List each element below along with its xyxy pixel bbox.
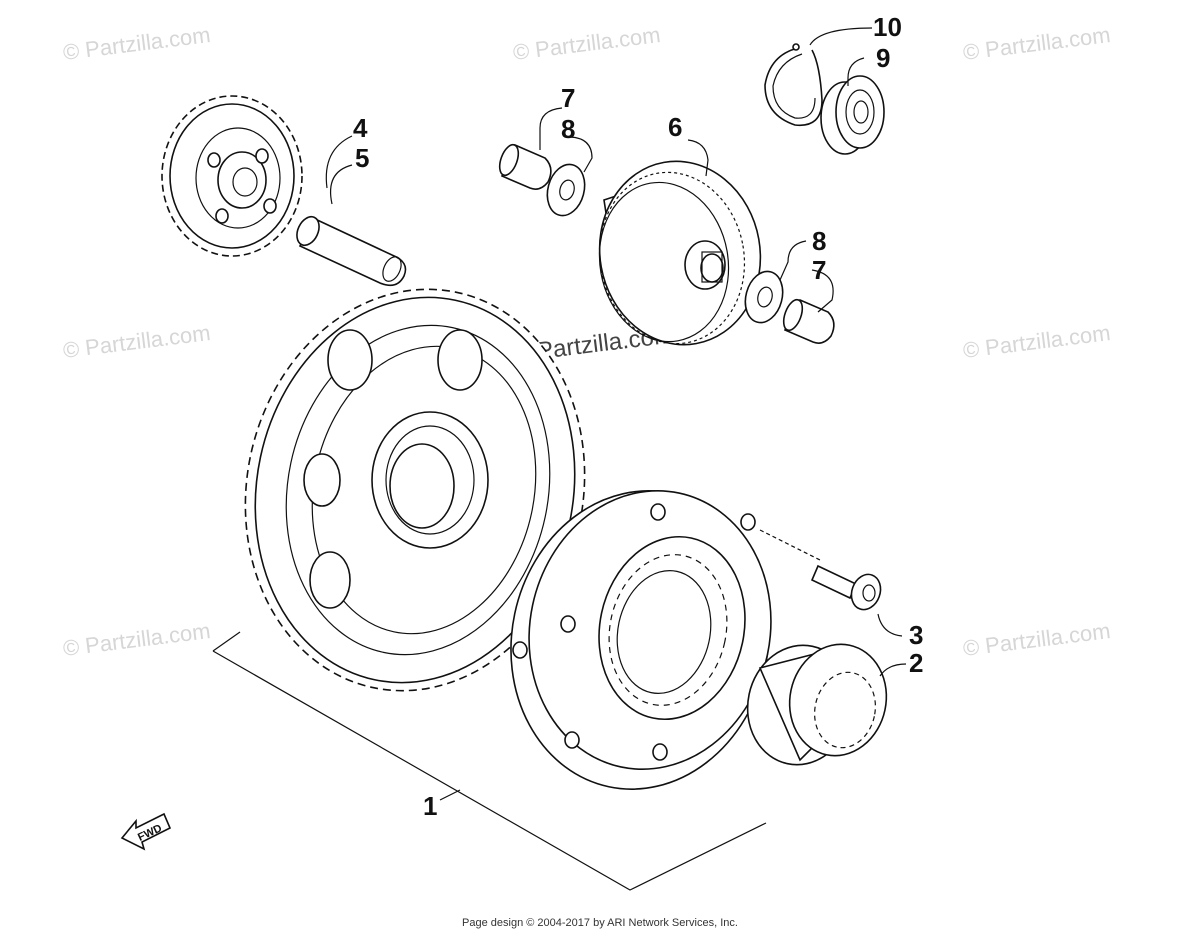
page-footer: Page design © 2004-2017 by ARI Network S… — [462, 917, 738, 929]
watermark-low-left: © Partzilla.com — [62, 618, 212, 661]
part-4-drive-gear — [161, 95, 303, 257]
part-1-clutch-housing — [510, 490, 772, 790]
watermark-top-center: © Partzilla.com — [512, 22, 662, 65]
part-8-upper-washer — [546, 163, 586, 217]
watermark-mid-right: © Partzilla.com — [962, 320, 1112, 363]
callout-8-lower: 8 — [812, 226, 826, 256]
callout-7-lower: 7 — [812, 255, 826, 285]
callout-1: 1 — [423, 791, 437, 821]
part-6-clutch-assembly — [598, 160, 762, 346]
part-5-shaft — [296, 215, 407, 287]
callout-10: 10 — [873, 12, 902, 42]
part-1-bracket — [212, 631, 767, 891]
callouts: 1 2 3 4 5 6 7 8 8 7 9 10 — [353, 12, 923, 821]
watermark-top-left: © Partzilla.com — [62, 22, 212, 65]
callout-6: 6 — [668, 112, 682, 142]
callout-3: 3 — [909, 620, 923, 650]
callout-2: 2 — [909, 648, 923, 678]
callout-9: 9 — [876, 43, 890, 73]
part-3-bolt — [759, 529, 882, 611]
part-9-bearing — [820, 75, 885, 155]
part-10-snap-ring — [764, 43, 823, 127]
part-7-lower-bushing — [782, 298, 835, 344]
part-2-needle-bearing — [746, 643, 888, 766]
callout-8-upper: 8 — [561, 114, 575, 144]
callout-4: 4 — [353, 113, 368, 143]
leader-lines — [325, 27, 907, 677]
callout-7-upper: 7 — [561, 83, 575, 113]
watermark-top-right: © Partzilla.com — [962, 22, 1112, 65]
watermark-low-right: © Partzilla.com — [962, 618, 1112, 661]
fwd-arrow-icon: FWD — [120, 812, 172, 851]
watermark-mid-left: © Partzilla.com — [62, 320, 212, 363]
part-8-lower-washer — [744, 270, 784, 324]
callout-5: 5 — [355, 143, 369, 173]
part-7-upper-bushing — [498, 143, 552, 190]
